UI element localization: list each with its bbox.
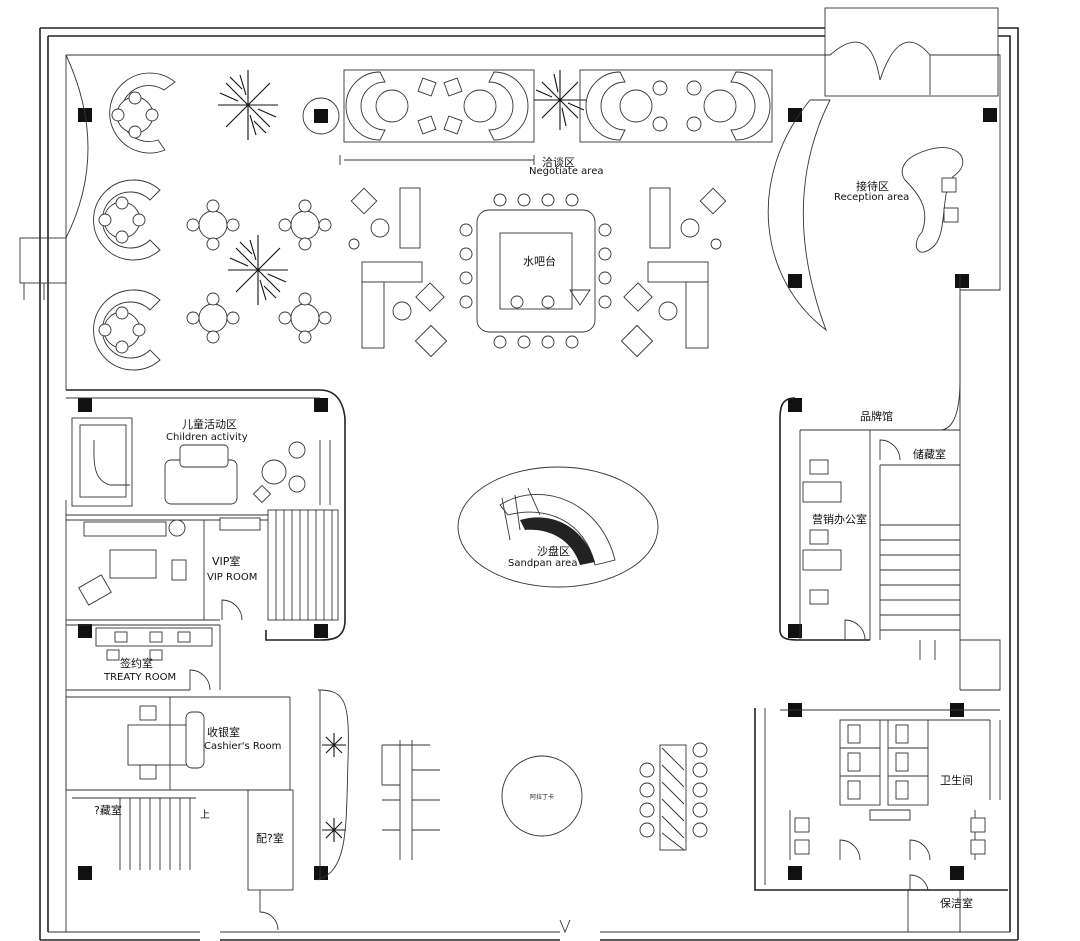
label-reception-cn: 接待区 <box>856 179 889 193</box>
west-rooms <box>65 389 349 931</box>
label-children-en: Children activity <box>166 432 248 443</box>
label-bay-mark: 阿拉丁卡 <box>530 793 554 801</box>
label-negotiate-cn: 洽谈区 <box>542 156 575 169</box>
label-vip-en: VIP ROOM <box>207 572 257 583</box>
label-cashier-cn: 收银室 <box>207 725 240 739</box>
label-storage-left: ?藏室 <box>94 803 122 817</box>
round-sofas <box>93 72 176 371</box>
water-bar <box>459 193 612 349</box>
label-sales-office: 营销办公室 <box>812 512 867 526</box>
lounge-sofas <box>348 187 727 358</box>
label-negotiate-en: Negotiate area <box>529 166 603 177</box>
room-labels: 洽谈区 Negotiate area 接待区 Reception area 水吧… <box>94 156 973 910</box>
square-dining-tables <box>186 199 332 344</box>
label-cashier-en: Cashier's Room <box>204 741 281 752</box>
label-cleaning: 保洁室 <box>940 896 973 910</box>
tree-plants <box>218 70 586 842</box>
label-vip-cn: VIP室 <box>212 554 240 568</box>
columns <box>78 108 997 880</box>
label-children-cn: 儿童活动区 <box>182 417 237 431</box>
toilet-block <box>754 708 1008 932</box>
display-racks <box>381 740 708 934</box>
label-treaty-en: TREATY ROOM <box>103 672 176 683</box>
label-sandpan-cn: 沙盘区 <box>537 544 570 558</box>
label-toilet: 卫生间 <box>940 773 973 787</box>
label-treaty-cn: 签约室 <box>120 656 153 670</box>
label-stair-up: 上 <box>200 809 210 821</box>
label-reception-en: Reception area <box>834 192 909 203</box>
label-power-room: 配?室 <box>256 831 284 845</box>
left-wall-curve <box>65 54 89 239</box>
label-waterbar: 水吧台 <box>523 254 556 268</box>
east-rooms <box>779 290 1001 691</box>
label-sandpan-en: Sandpan area <box>508 558 577 569</box>
reception-area <box>767 41 1001 380</box>
label-brand: 品牌馆 <box>860 409 893 423</box>
label-storage-right: 储藏室 <box>913 447 946 461</box>
negotiate-area-sofas <box>339 69 773 165</box>
sandpan-model <box>457 466 659 588</box>
